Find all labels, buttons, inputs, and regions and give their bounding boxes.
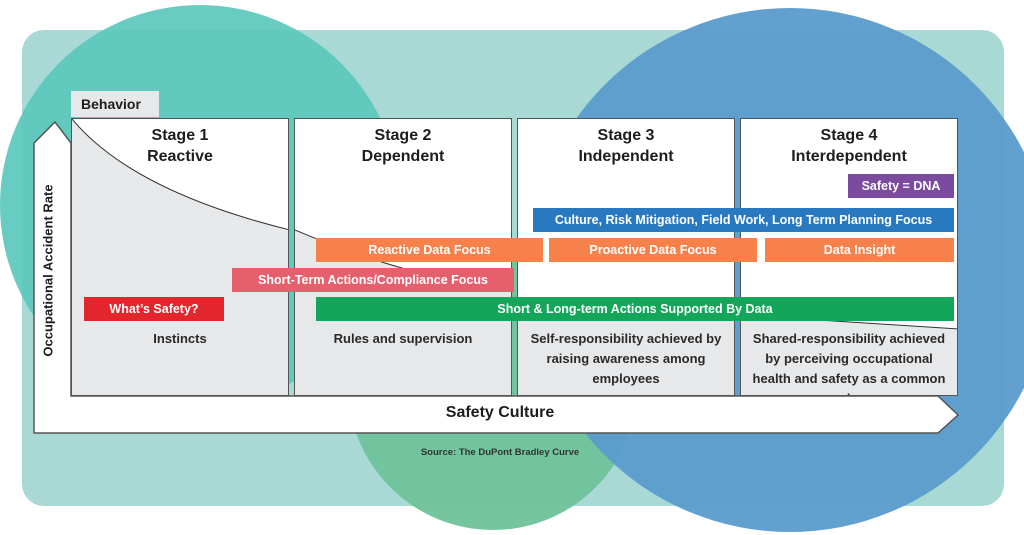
x-axis-label: Safety Culture bbox=[445, 404, 555, 421]
short-long-term-bar: Short & Long-term Actions Supported By D… bbox=[316, 297, 954, 321]
safety-dna-bar: Safety = DNA bbox=[848, 174, 954, 198]
stage-1-description: Instincts bbox=[153, 331, 207, 346]
reactive-data-bar: Reactive Data Focus bbox=[316, 238, 543, 262]
stage-1-name: Reactive bbox=[147, 148, 213, 165]
stage-1-panel: Stage 1 Reactive Instincts bbox=[71, 118, 289, 396]
axis-arrow bbox=[33, 120, 960, 434]
stage-4-number: Stage 4 bbox=[820, 127, 878, 144]
behavior-curve-segment bbox=[72, 119, 288, 395]
stage-3-title: Stage 3 Independent bbox=[518, 125, 734, 167]
stage-1-number: Stage 1 bbox=[151, 127, 209, 144]
short-term-actions-bar: Short-Term Actions/Compliance Focus bbox=[232, 268, 514, 292]
source-caption: Source: The DuPont Bradley Curve bbox=[420, 447, 580, 458]
y-axis-label: Occupational Accident Rate bbox=[40, 183, 56, 357]
stage-2-title: Stage 2 Dependent bbox=[295, 125, 511, 167]
stage-3-description: Self-responsibility achieved by raising … bbox=[530, 331, 722, 386]
whats-safety-bar: What’s Safety? bbox=[84, 297, 224, 321]
stage-4-description: Shared-responsibility achieved by percei… bbox=[752, 331, 946, 395]
behavior-label: Behavior bbox=[71, 91, 159, 117]
stage-1-title: Stage 1 Reactive bbox=[72, 125, 288, 167]
culture-focus-bar: Culture, Risk Mitigation, Field Work, Lo… bbox=[533, 208, 954, 232]
stage-3-number: Stage 3 bbox=[597, 127, 655, 144]
stage-2-description: Rules and supervision bbox=[333, 331, 473, 346]
stage-3-name: Independent bbox=[578, 148, 674, 165]
stage-4-name: Interdependent bbox=[791, 148, 907, 165]
y-axis-label-wrap: Occupational Accident Rate bbox=[33, 165, 63, 375]
proactive-data-bar: Proactive Data Focus bbox=[549, 238, 757, 262]
stage-4-title: Stage 4 Interdependent bbox=[741, 125, 957, 167]
data-insight-bar: Data Insight bbox=[765, 238, 954, 262]
stage-2-number: Stage 2 bbox=[374, 127, 432, 144]
stage-2-name: Dependent bbox=[361, 148, 445, 165]
